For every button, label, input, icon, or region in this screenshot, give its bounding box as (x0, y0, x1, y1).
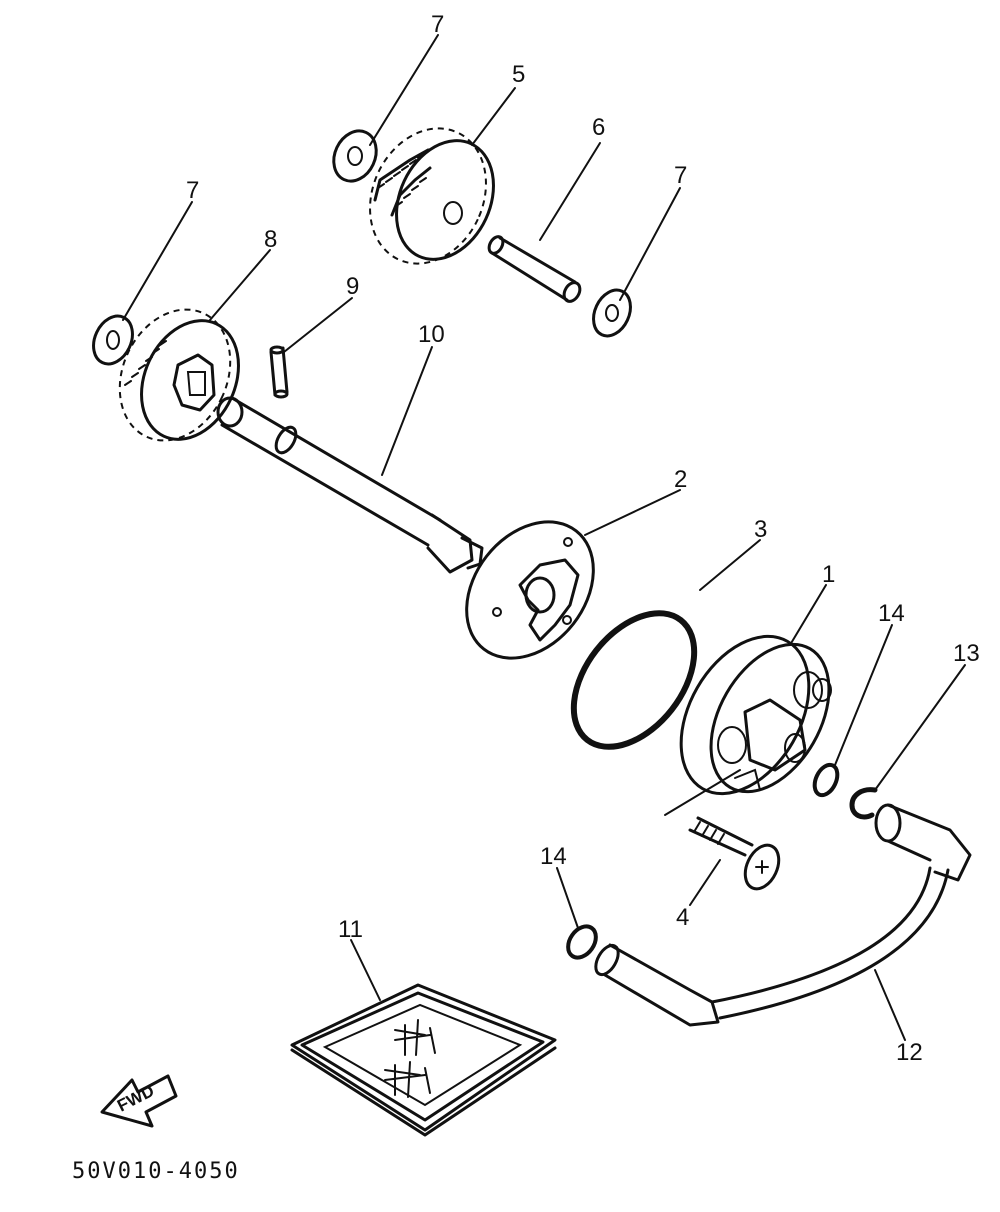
pin-9 (269, 345, 289, 399)
callout-3: 3 (754, 516, 767, 543)
shaft-10 (216, 396, 484, 574)
callout-14-lower: 14 (540, 843, 567, 870)
callout-7-right: 7 (674, 162, 687, 189)
leader-lines (122, 34, 966, 1041)
callout-7-top: 7 (431, 11, 444, 38)
pipe-12 (594, 803, 972, 1027)
washer-7-top (332, 129, 378, 183)
callout-8: 8 (264, 226, 277, 253)
washer-7-left (92, 314, 134, 366)
diagram-code: 50V010-4050 (72, 1159, 240, 1184)
callout-4: 4 (676, 904, 689, 931)
o-ring-3 (570, 610, 698, 750)
washer-7-right (592, 288, 632, 338)
filter-11 (290, 983, 557, 1137)
callout-7-left: 7 (186, 177, 199, 204)
callout-2: 2 (674, 466, 687, 493)
callout-13: 13 (953, 640, 980, 667)
screw-4 (664, 769, 781, 891)
pump-housing-1 (679, 634, 832, 796)
callout-6: 6 (592, 114, 605, 141)
callout-5: 5 (512, 61, 525, 88)
o-ring-14-lower (566, 924, 598, 960)
plate-2 (465, 520, 595, 660)
callout-10: 10 (418, 321, 445, 348)
callout-9: 9 (346, 273, 359, 300)
callout-12: 12 (896, 1039, 923, 1066)
callout-11: 11 (338, 916, 363, 943)
o-ring-14-upper (812, 762, 840, 798)
callout-1: 1 (822, 561, 835, 588)
gear-5 (369, 127, 495, 265)
circlip-13 (849, 787, 878, 820)
pin-6 (487, 235, 582, 303)
callout-14-upper: 14 (878, 600, 905, 627)
forward-arrow-icon: FWD (100, 1074, 178, 1128)
